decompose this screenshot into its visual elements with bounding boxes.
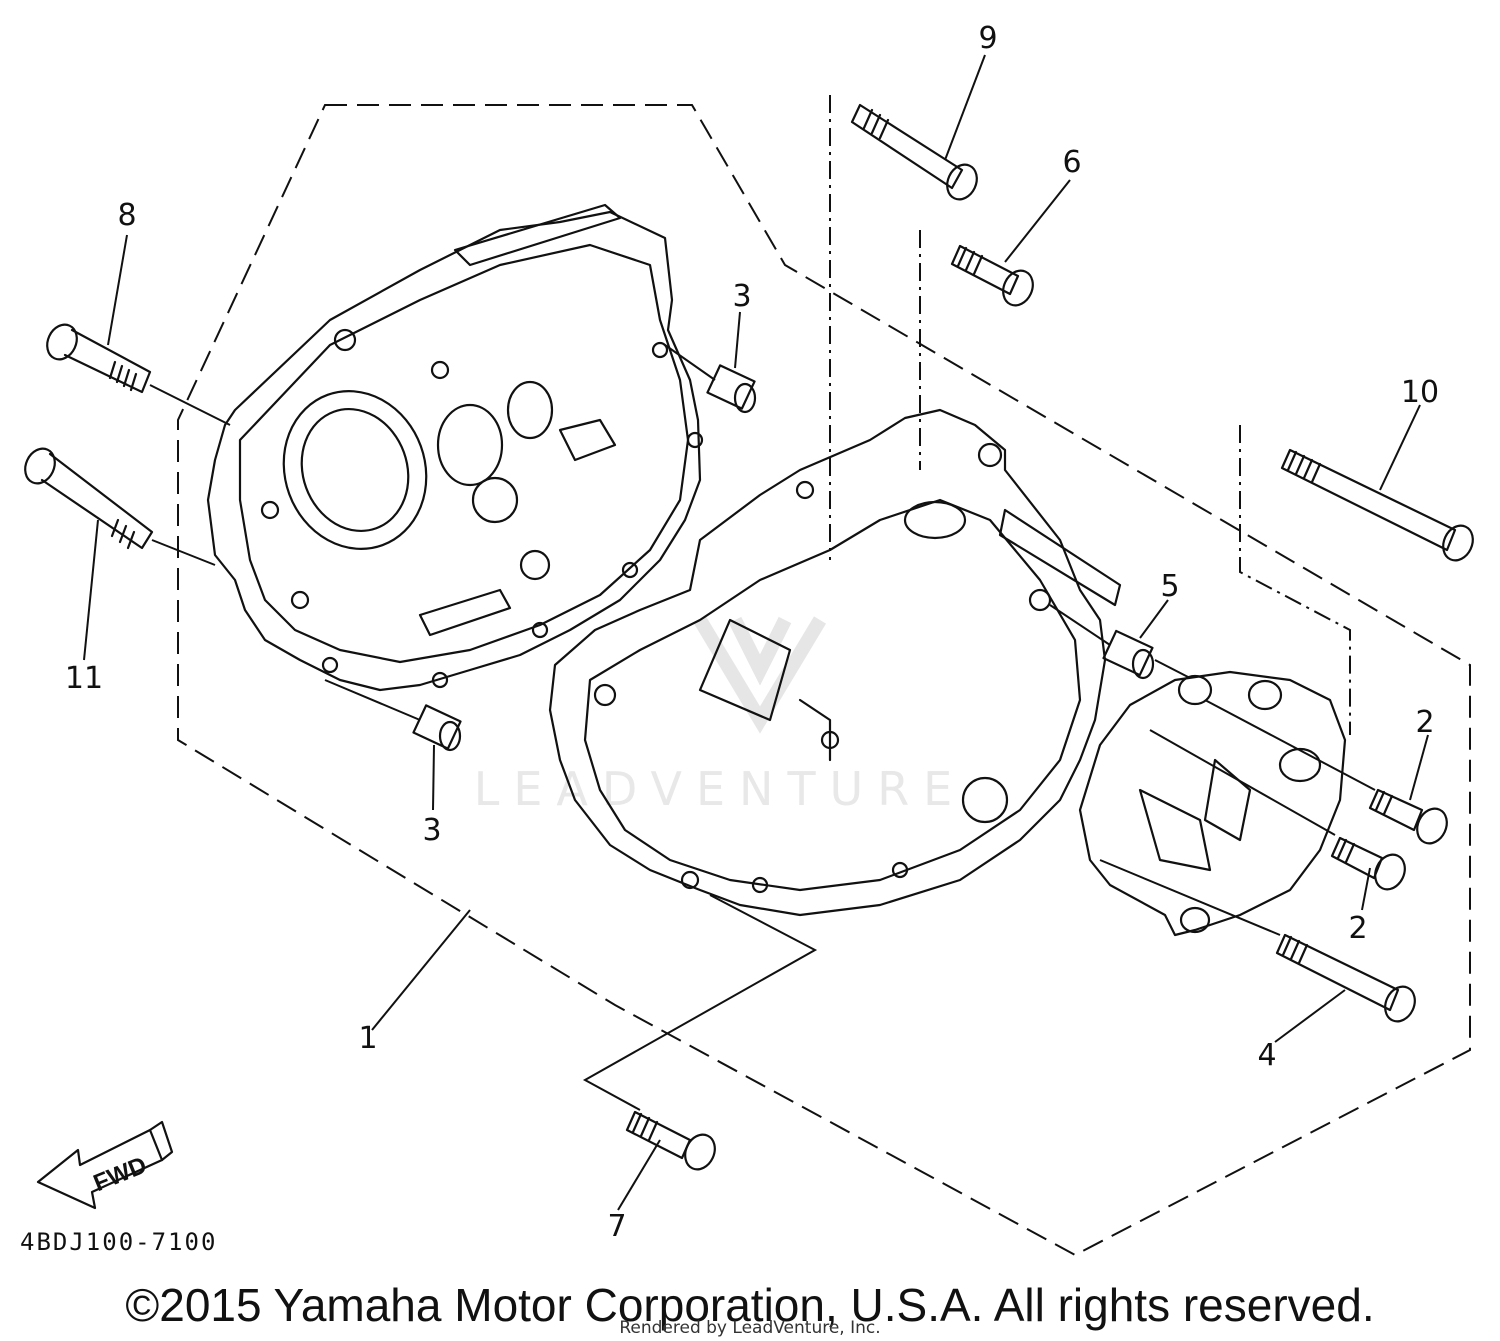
copyright-notice: ©2015 Yamaha Motor Corporation, U.S.A. A… — [125, 1279, 1375, 1331]
bolt-4 — [1275, 933, 1416, 1023]
diagram-code: 4BDJ100-7100 — [20, 1228, 218, 1256]
callout-8: 8 — [117, 198, 136, 233]
callout-2-upper: 2 — [1415, 705, 1434, 740]
bolt-7 — [625, 1110, 716, 1171]
callout-10: 10 — [1401, 375, 1439, 410]
dowel-3-upper — [706, 364, 757, 414]
watermark: LEADVENTURE — [474, 616, 967, 816]
bolt-6 — [950, 244, 1034, 307]
side-cover — [1078, 670, 1347, 937]
dowel-3-lower — [412, 704, 462, 752]
bolt-2-lower — [1330, 836, 1406, 891]
callout-9: 9 — [978, 21, 997, 56]
callout-labels: 1 2 2 3 3 4 5 6 7 8 9 10 11 — [65, 21, 1439, 1244]
callout-leaders — [83, 54, 1429, 1211]
bolt-11 — [24, 447, 154, 550]
callout-5: 5 — [1160, 569, 1179, 604]
callout-3-lower: 3 — [422, 813, 441, 848]
callout-11: 11 — [65, 661, 103, 696]
bolt-8 — [46, 323, 152, 394]
dowel-pins — [412, 364, 1155, 752]
fwd-arrow-icon: FWD — [36, 1120, 174, 1210]
right-crankcase — [548, 408, 1122, 917]
fwd-label: FWD — [90, 1152, 151, 1198]
rendered-by-notice: Rendered by LeadVenture, Inc. — [619, 1318, 881, 1338]
watermark-text: LEADVENTURE — [474, 762, 967, 816]
bolts — [24, 103, 1474, 1171]
assembly-boundary — [177, 95, 1471, 1257]
callout-6: 6 — [1062, 145, 1081, 180]
left-crankcase — [206, 203, 704, 692]
bolt-9 — [850, 103, 978, 201]
callout-3-upper: 3 — [732, 279, 751, 314]
bolt-2-upper — [1368, 788, 1448, 845]
callout-7: 7 — [607, 1209, 626, 1244]
callout-1: 1 — [358, 1021, 377, 1056]
callout-2-lower: 2 — [1348, 911, 1367, 946]
dowel-5 — [1102, 629, 1155, 680]
bolt-10 — [1280, 448, 1474, 562]
alignment-lines — [149, 344, 1376, 1111]
leadventure-logo-icon — [693, 616, 827, 734]
callout-4: 4 — [1257, 1038, 1276, 1073]
